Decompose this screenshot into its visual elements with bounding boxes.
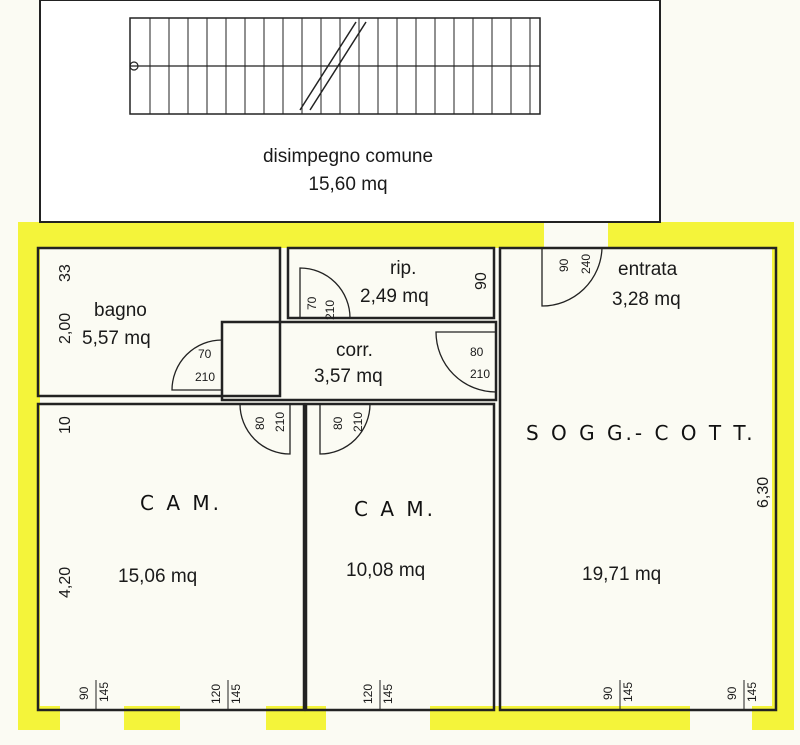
door-rip-height: 210: [323, 300, 337, 320]
cam2-name: C A M.: [354, 497, 436, 521]
rip-width-dim: 90: [473, 272, 490, 290]
window-3-width: 120: [361, 684, 375, 704]
cam-top-dim: 10: [57, 416, 74, 434]
sogg-area: 19,71 mq: [582, 564, 661, 585]
stair-break-line-1: [299, 21, 357, 111]
dimension-labels: 33 2,00 90 10 4,20 6,30: [57, 264, 772, 598]
cam2-outline: [304, 402, 496, 712]
window-3-height: 145: [381, 684, 395, 704]
door-entrata-width: 90: [557, 258, 571, 272]
door-bagno-width: 70: [198, 347, 212, 361]
window-1-width: 90: [77, 686, 91, 700]
window-mark-1: 90 145: [77, 680, 111, 710]
wall-left: [18, 222, 40, 730]
door-cam1-height: 210: [273, 412, 287, 432]
rip-outline: [286, 246, 496, 320]
door-rip-width: 70: [305, 296, 319, 310]
sogg-height-dim: 6,30: [755, 477, 772, 508]
entrata-sogg-outline: [498, 246, 778, 712]
door-corr-right-height: 210: [470, 367, 490, 381]
window-5-width: 90: [725, 686, 739, 700]
stair-start-mark: [129, 61, 139, 71]
doors: 70 210 70 210 80 210 80 210 80 210 90 24…: [171, 247, 603, 455]
entrata-area: 3,28 mq: [612, 289, 681, 310]
sogg-name: S O G G.- C O T T.: [526, 421, 756, 445]
window-2-width: 120: [209, 684, 223, 704]
cam1-area: 15,06 mq: [118, 566, 197, 587]
corr-name: corr.: [336, 340, 373, 361]
entrata-name: entrata: [618, 259, 678, 280]
window-mark-3: 120 145: [361, 680, 395, 710]
door-swing-cam1: [239, 403, 291, 455]
window-2-height: 145: [229, 684, 243, 704]
door-bagno-height: 210: [195, 370, 215, 384]
window-1-height: 145: [97, 682, 111, 702]
door-swing-corr-right: [435, 331, 497, 393]
disimpegno-name: disimpegno comune: [263, 146, 433, 167]
door-swing-rip: [299, 267, 351, 319]
corr-area: 3,57 mq: [314, 366, 383, 387]
room-labels: bagno 5,57 mq rip. 2,49 mq corr. 3,57 mq…: [82, 258, 756, 587]
perimeter-walls: [18, 222, 794, 730]
rip-area: 2,49 mq: [360, 286, 429, 307]
cam1-outline: [36, 402, 306, 712]
wall-top-left: [18, 222, 544, 248]
wall-right: [772, 222, 794, 730]
window-mark-5: 90 145: [725, 680, 759, 710]
window-4-width: 90: [601, 686, 615, 700]
window-4-height: 145: [621, 682, 635, 702]
rip-name: rip.: [390, 258, 416, 279]
bagno-name: bagno: [94, 300, 147, 321]
cam1-name: C A M.: [140, 491, 222, 515]
door-swing-entrata: [541, 247, 603, 307]
door-entrata-height: 240: [579, 254, 593, 274]
wall-top-right: [608, 222, 788, 248]
cam-height-dim: 4,20: [57, 567, 74, 598]
door-swing-bagno: [171, 339, 223, 391]
window-5-height: 145: [745, 682, 759, 702]
door-cam2-width: 80: [331, 416, 345, 430]
door-corr-right-width: 80: [470, 345, 484, 359]
bagno-area: 5,57 mq: [82, 328, 151, 349]
bagno-top-dim: 33: [57, 264, 74, 282]
door-cam2-height: 210: [351, 412, 365, 432]
disimpegno-area: 15,60 mq: [308, 174, 387, 195]
window-marks: 90 145 120 145 120 145 90 145 90 145: [77, 680, 759, 710]
window-mark-2: 120 145: [209, 680, 243, 710]
common-area: disimpegno comune 15,60 mq: [39, 0, 661, 223]
cam2-area: 10,08 mq: [346, 560, 425, 581]
window-mark-4: 90 145: [601, 680, 635, 710]
bagno-height-dim: 2,00: [57, 313, 74, 344]
door-swing-cam2: [319, 403, 371, 455]
stair-break-line-2: [309, 21, 367, 111]
common-area-box: [39, 0, 661, 223]
door-cam1-width: 80: [253, 416, 267, 430]
